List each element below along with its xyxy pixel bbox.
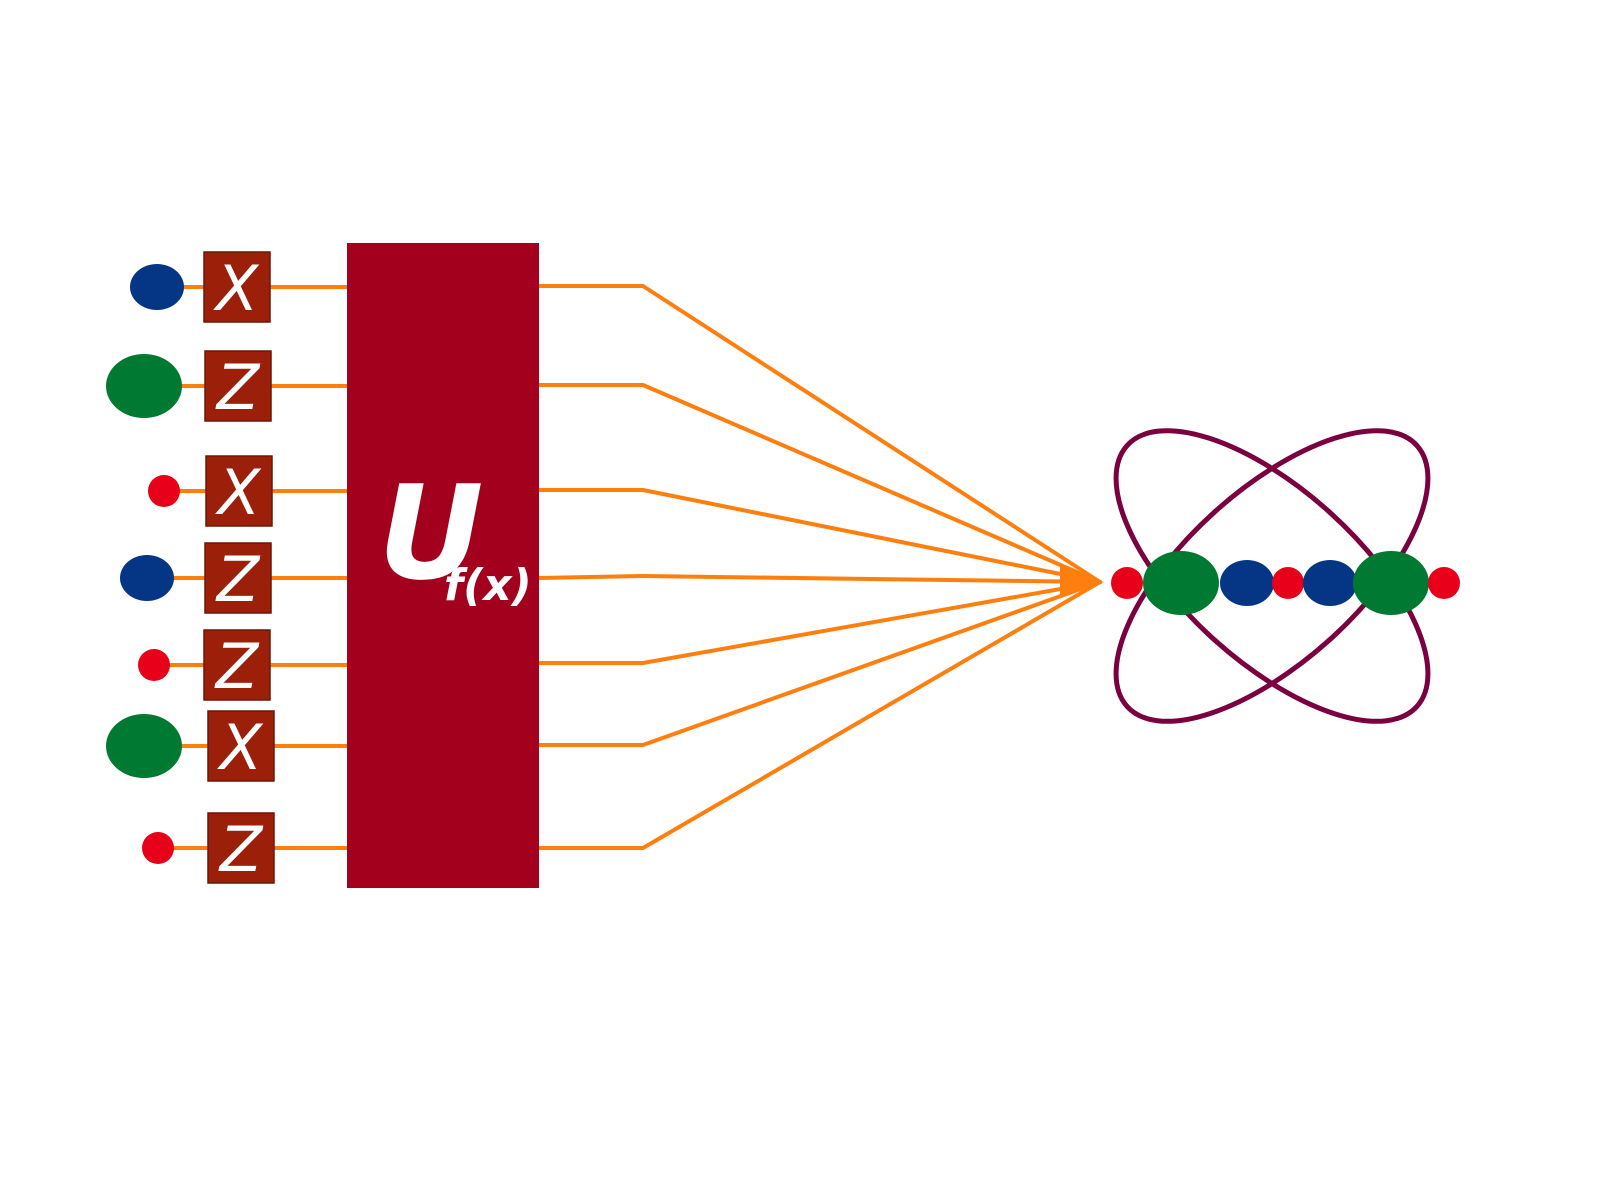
fan-arrow-tip: [1060, 566, 1104, 598]
gate-x: X: [207, 710, 275, 784]
atom-red: [1111, 567, 1143, 599]
unitary-box: [347, 243, 539, 888]
molecule-atoms: [1111, 551, 1460, 615]
gate-box: [205, 455, 273, 527]
gate-x: X: [203, 251, 271, 325]
qubit-blue: [130, 264, 184, 310]
gate-label: Z: [215, 351, 261, 424]
fan-line: [641, 574, 1102, 584]
qubit-blue: [120, 555, 174, 601]
input-qubits: [106, 264, 184, 864]
qubit-green: [106, 714, 182, 778]
gate-box: [203, 629, 271, 701]
gate-box: [204, 350, 272, 422]
unitary-label: U: [378, 457, 484, 609]
gate-label: Z: [218, 813, 264, 886]
fan-line: [641, 580, 1102, 747]
orbit-ellipse-1: [1113, 428, 1431, 724]
fan-line: [641, 580, 1102, 665]
fan-line: [641, 580, 1102, 850]
gate-box: [207, 812, 275, 884]
fan-line: [641, 284, 1102, 584]
gate-z: Z: [207, 812, 275, 886]
qubit-red: [148, 475, 180, 507]
gate-label: X: [215, 456, 262, 529]
gate-z: Z: [204, 350, 272, 424]
orbit-ellipse-2: [1113, 428, 1431, 724]
output-wire: [538, 574, 644, 580]
gate-label: Z: [215, 543, 261, 616]
atom-green: [1353, 551, 1429, 615]
gate-z: Z: [204, 542, 272, 616]
atom-red: [1272, 567, 1304, 599]
gate-label: Z: [214, 630, 260, 703]
gate-label: X: [217, 711, 264, 784]
fan-line: [641, 488, 1102, 584]
atom-blue: [1303, 560, 1357, 606]
qubit-red: [138, 649, 170, 681]
qubit-red: [142, 832, 174, 864]
gate-z: Z: [203, 629, 271, 703]
qubit-green: [106, 354, 182, 418]
unitary-subscript: f(x): [444, 560, 532, 611]
gate-box: [207, 710, 275, 782]
atom-red: [1428, 567, 1460, 599]
gate-box: [204, 542, 272, 614]
atom-orbit-icon: [1111, 428, 1460, 724]
atom-blue: [1220, 560, 1274, 606]
gate-box: [203, 251, 271, 323]
fan-in-lines: [641, 284, 1104, 850]
fan-line: [641, 383, 1102, 584]
unitary-block: U f(x): [347, 243, 539, 888]
gate-label: X: [213, 252, 260, 325]
gate-x: X: [205, 455, 273, 529]
atom-green: [1143, 551, 1219, 615]
